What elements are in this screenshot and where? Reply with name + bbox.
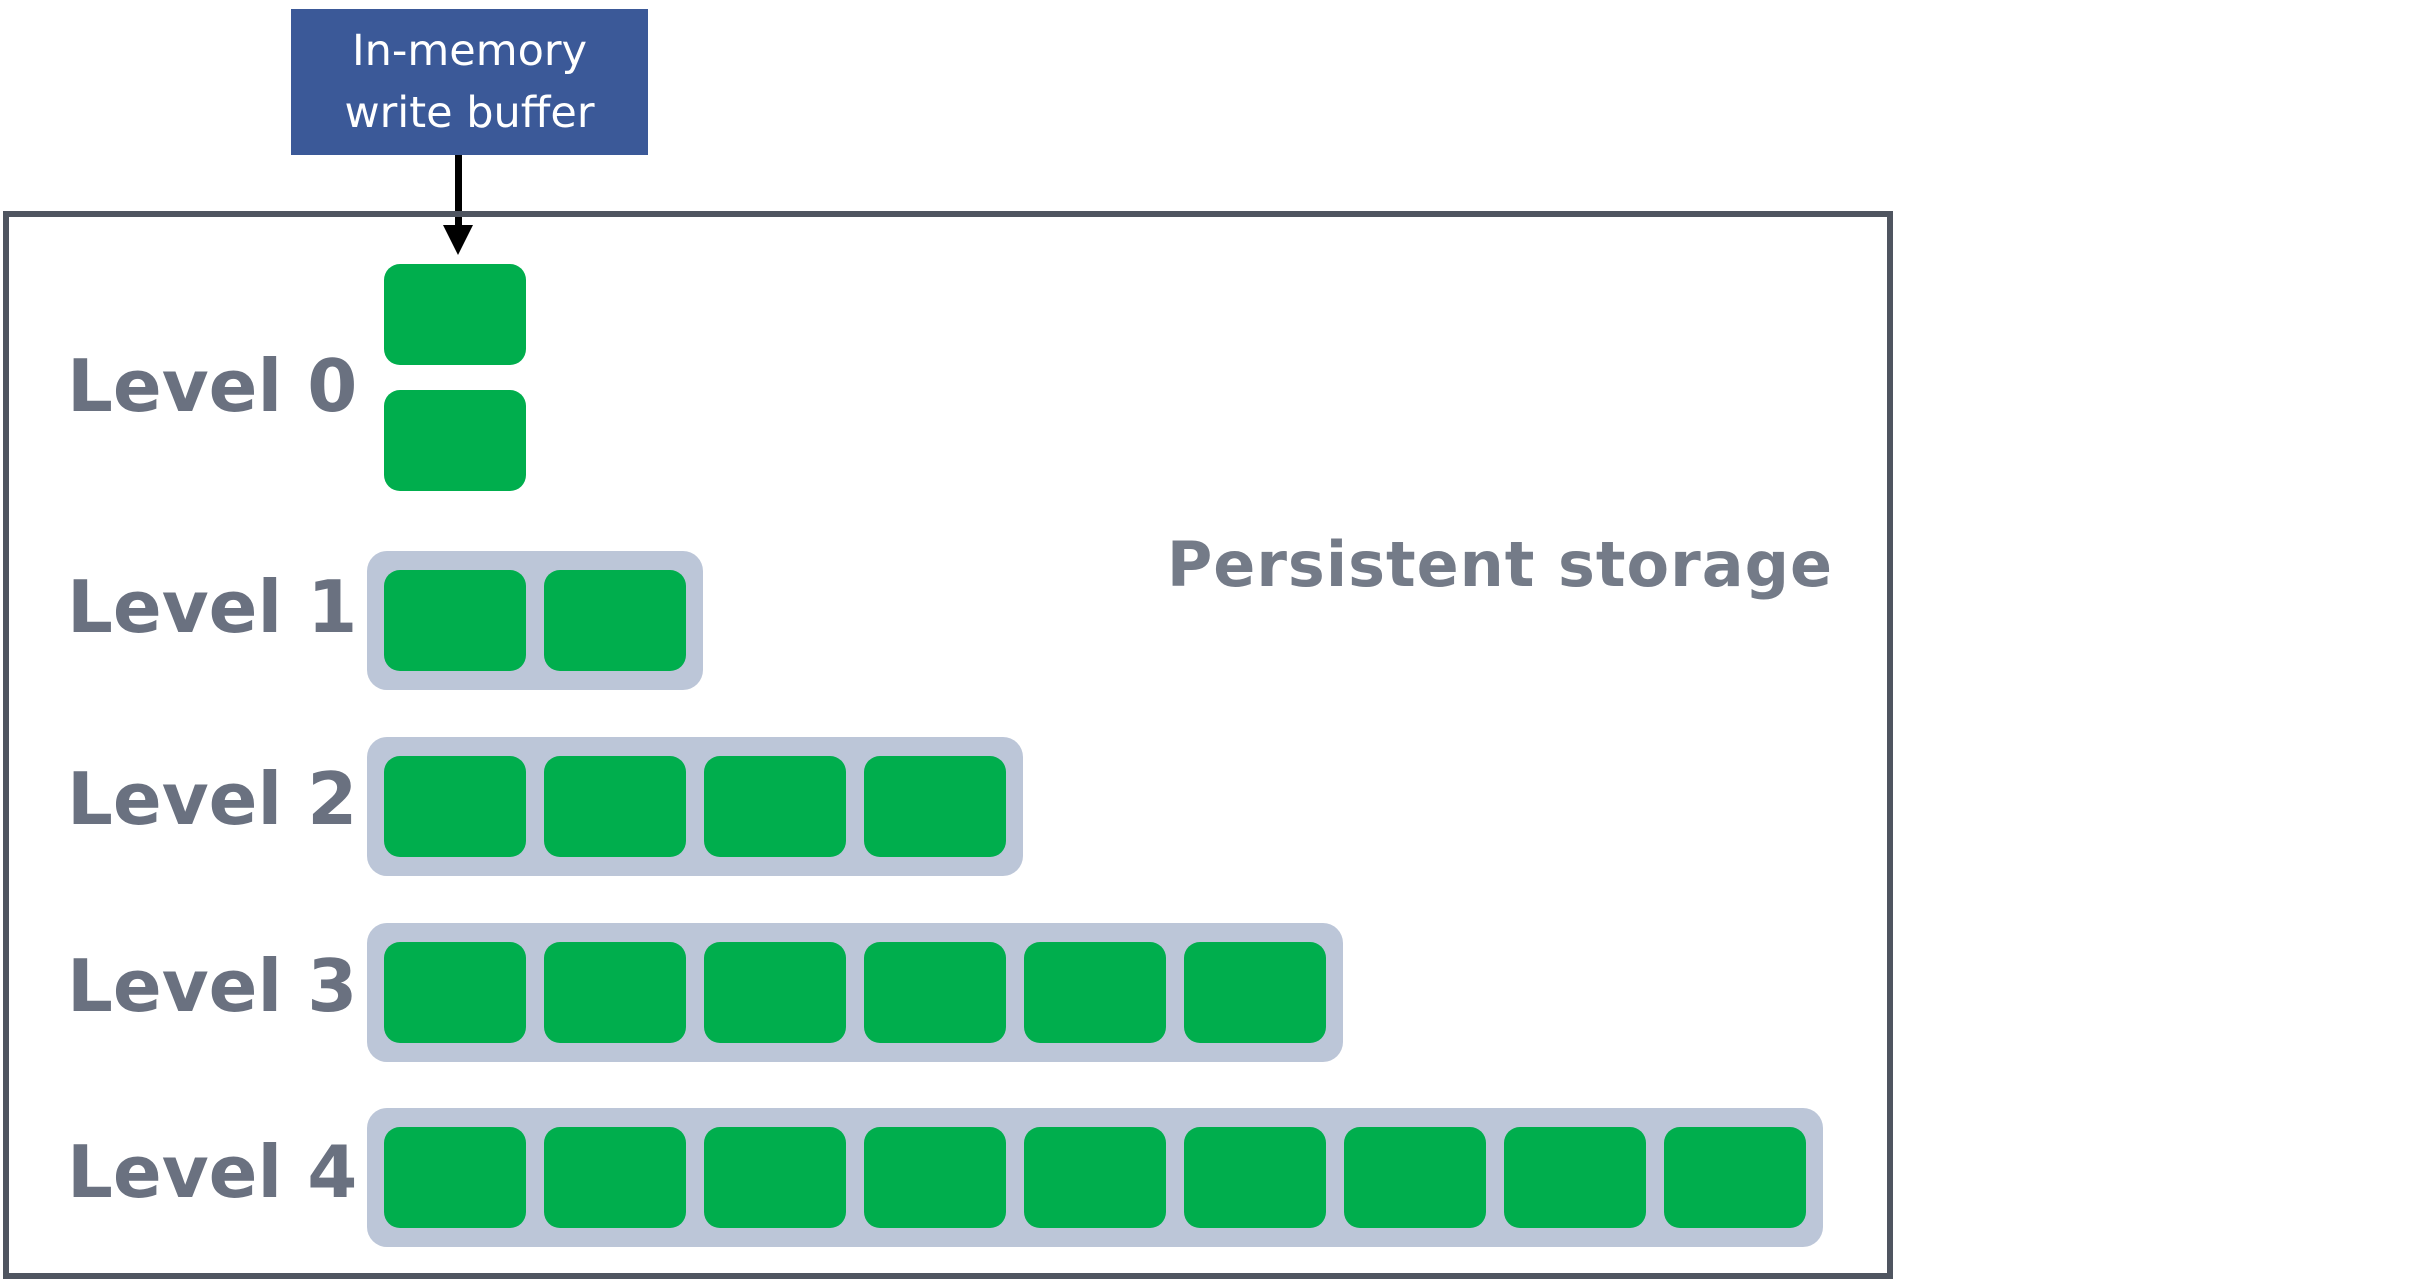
level-4-label: Level 4	[67, 1130, 358, 1214]
sst-file-block	[1184, 1127, 1326, 1228]
sst-file-block	[544, 942, 686, 1043]
level-3-label: Level 3	[67, 944, 358, 1028]
write-buffer-label-line2: write buffer	[344, 88, 595, 138]
sst-file-block	[1024, 1127, 1166, 1228]
sst-file-block	[384, 942, 526, 1043]
sst-file-block	[1344, 1127, 1486, 1228]
level-0-label: Level 0	[67, 344, 358, 428]
level-2-label: Level 2	[67, 757, 358, 841]
persistent-storage-frame	[3, 211, 1893, 1279]
flush-arrow-head	[443, 225, 473, 255]
sst-file-block	[544, 756, 686, 857]
sst-file-block	[864, 942, 1006, 1043]
sst-file-block	[704, 942, 846, 1043]
sst-file-block	[544, 1127, 686, 1228]
sst-file-block	[704, 1127, 846, 1228]
level-1-label: Level 1	[67, 565, 358, 649]
sst-file-block	[1184, 942, 1326, 1043]
persistent-storage-label: Persistent storage	[1166, 528, 1833, 601]
sst-file-block	[384, 1127, 526, 1228]
sst-file-block	[384, 264, 526, 365]
sst-file-block	[704, 756, 846, 857]
sst-file-block	[1024, 942, 1166, 1043]
sst-file-block	[384, 390, 526, 491]
sst-file-block	[384, 756, 526, 857]
sst-file-block	[864, 1127, 1006, 1228]
write-buffer-label-line1: In-memory	[351, 26, 588, 76]
flush-arrow-shaft	[455, 155, 462, 227]
sst-file-block	[1664, 1127, 1806, 1228]
sst-file-block	[864, 756, 1006, 857]
level-3-group	[367, 923, 1343, 1062]
write-buffer-box: In-memory write buffer	[291, 9, 648, 155]
sst-file-block	[1504, 1127, 1646, 1228]
sst-file-block	[384, 570, 526, 671]
sst-file-block	[544, 570, 686, 671]
